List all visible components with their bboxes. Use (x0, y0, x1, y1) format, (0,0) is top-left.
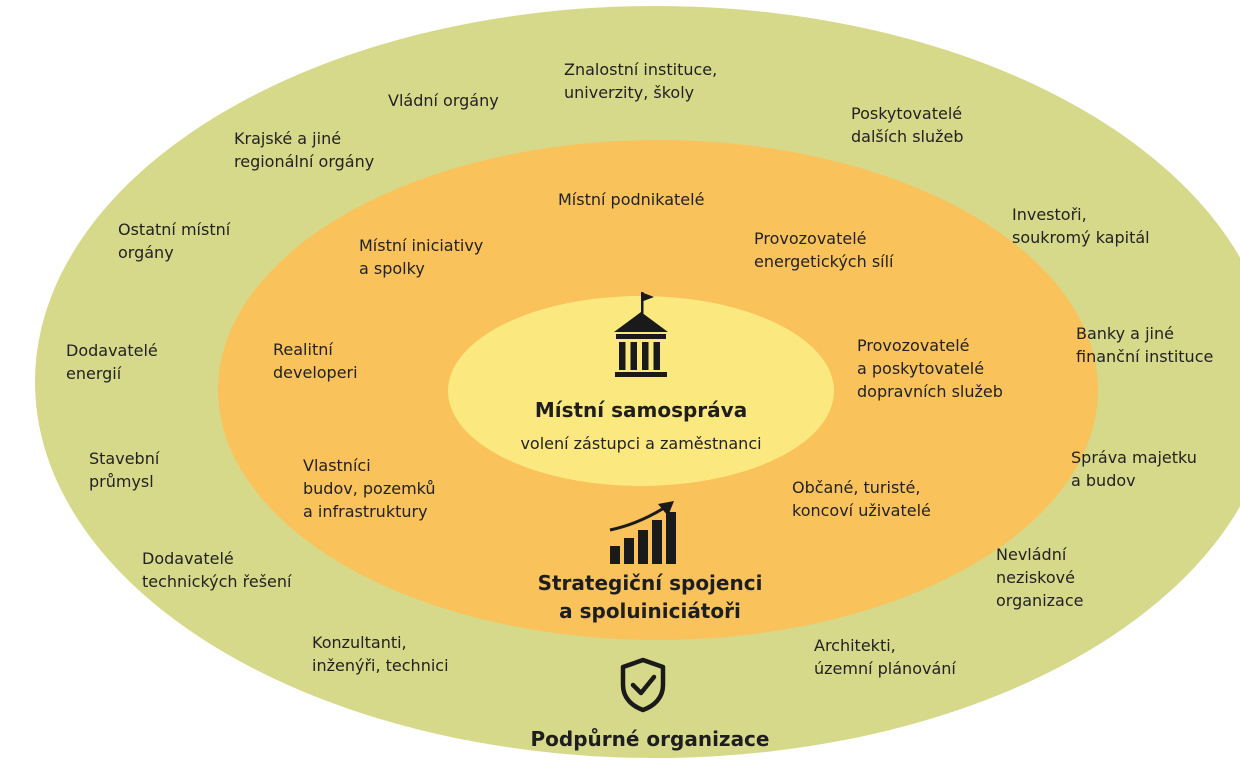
middle-item-local-entrepreneurs: Místní podnikatelé (558, 190, 705, 209)
middle-item-citizens: Občané, turisté, koncoví uživatelé (792, 478, 931, 520)
growth-chart-icon (609, 501, 676, 564)
outer-item-other-services: Poskytovatelé dalších služeb (851, 104, 964, 146)
middle-item-local-initiatives: Místní iniciativy a spolky (359, 236, 484, 278)
shield-check-icon (620, 657, 666, 713)
outer-item-tech-suppliers: Dodavatelé technických řešení (142, 549, 292, 591)
outer-item-regional-bodies: Krajské a jiné regionální orgány (234, 129, 375, 171)
core-subtitle: volení zástupci a zaměstnanci (520, 434, 762, 453)
outer-item-government: Vládní orgány (388, 91, 499, 110)
middle-item-developers: Realitní developeri (273, 340, 358, 382)
outer-item-knowledge-institutions: Znalostní instituce, univerzity, školy (564, 60, 718, 102)
middle-item-transport-operators: Provozovatelé a poskytovatelé dopravních… (857, 336, 1003, 401)
outer-item-property-management: Správa majetku a budov (1071, 448, 1197, 490)
outer-item-ngos: Nevládní neziskové organizace (996, 545, 1084, 610)
outer-item-investors: Investoři, soukromý kapitál (1012, 205, 1150, 247)
core-title: Místní samospráva (534, 398, 748, 422)
outer-ring-title: Podpůrné organizace (530, 727, 770, 751)
middle-item-energy-operators: Provozovatelé energetických sílí (754, 229, 894, 271)
outer-item-energy-suppliers: Dodavatelé energií (66, 341, 158, 383)
outer-item-local-bodies: Ostatní místní orgány (118, 220, 231, 262)
outer-item-consultants: Konzultanti, inženýři, technici (312, 633, 449, 675)
outer-item-architects: Architekti, územní plánování (814, 636, 956, 678)
government-building-icon (614, 292, 668, 377)
outer-item-banks: Banky a jiné finanční instituce (1076, 324, 1214, 366)
middle-item-owners: Vlastníci budov, pozemků a infrastruktur… (303, 456, 436, 521)
outer-item-construction: Stavební průmysl (89, 449, 160, 491)
middle-ring-title: Strategiční spojenci a spoluiniciátoři (537, 571, 763, 623)
